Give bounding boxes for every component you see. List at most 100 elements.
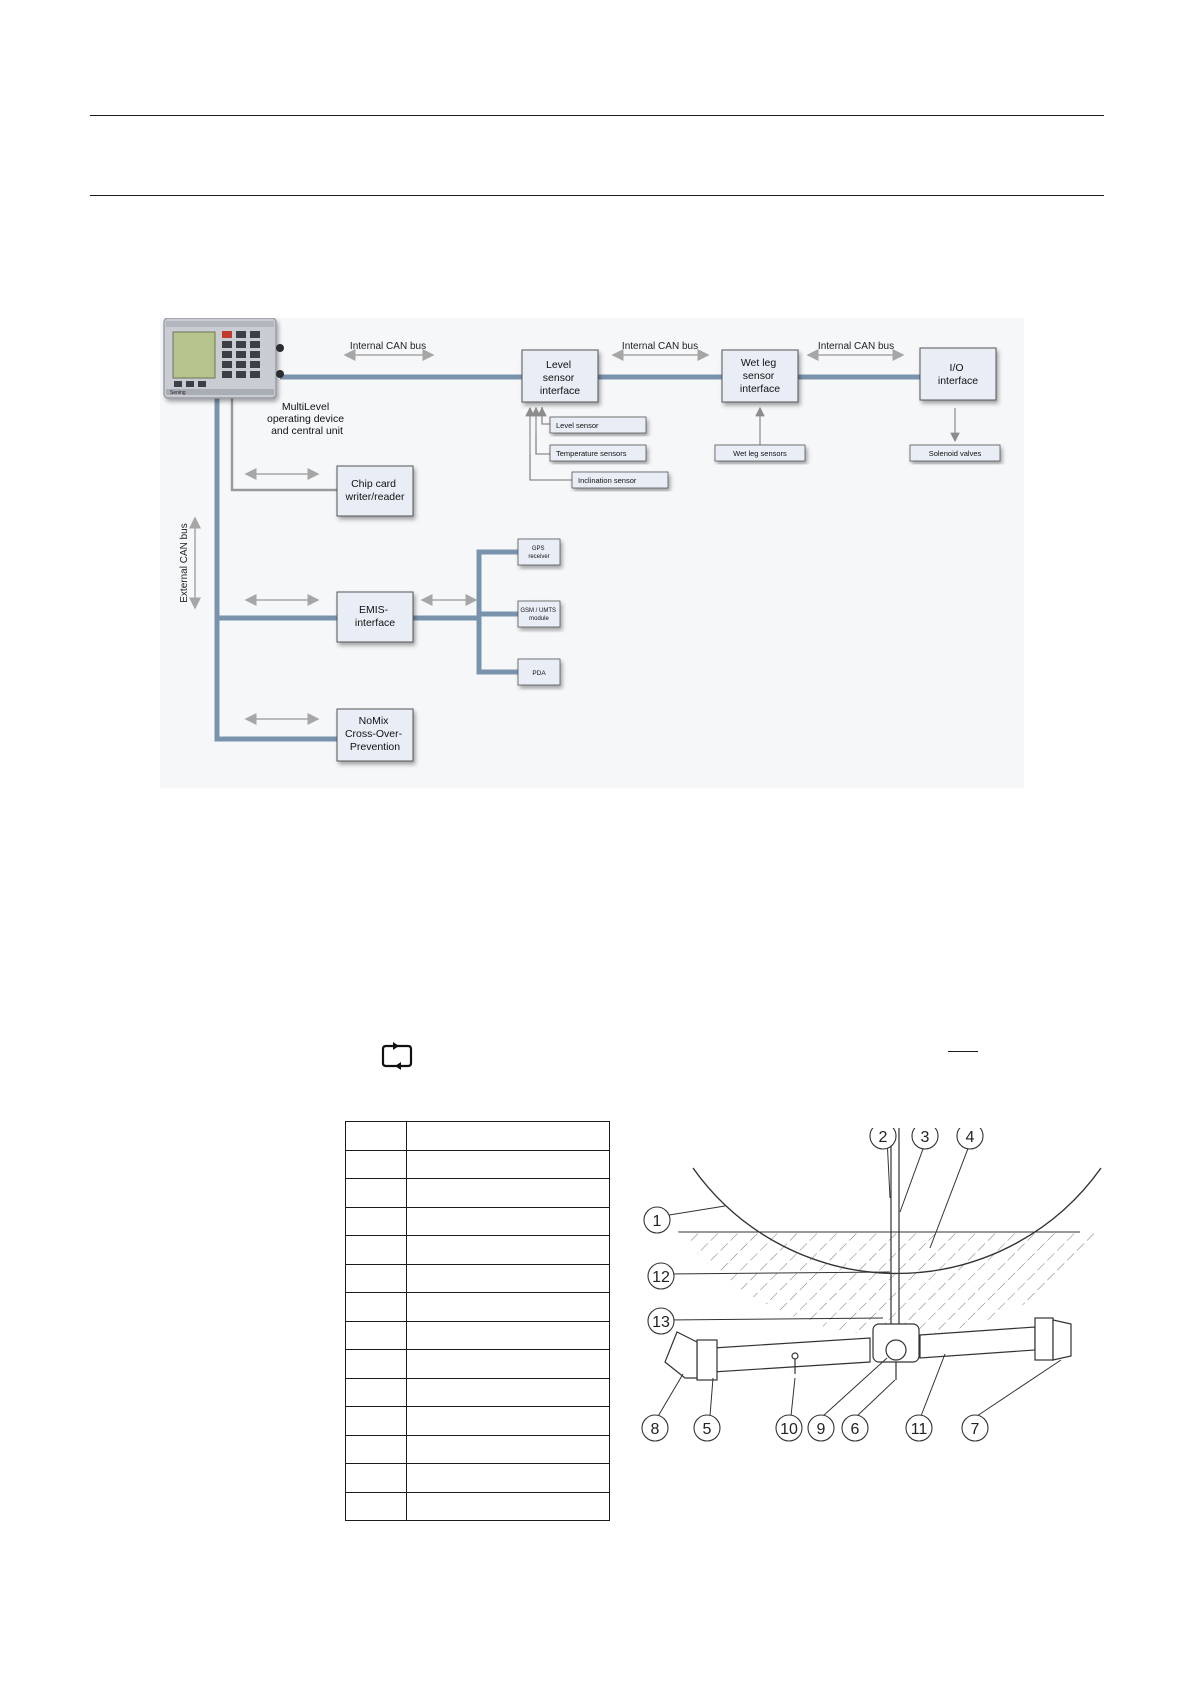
- table-cell-description: [406, 1292, 610, 1322]
- callouts: [656, 1137, 1062, 1419]
- callout-2: 2: [869, 1128, 897, 1150]
- gsm-umts-module-box: GSM / UMTS module: [517, 600, 561, 628]
- callout-4: 4: [956, 1128, 984, 1150]
- internal-bus-label-1: Internal CAN bus: [350, 341, 426, 352]
- table-cell-number: [345, 1377, 407, 1407]
- table-row: [345, 1491, 610, 1521]
- callout-3: 3: [911, 1128, 939, 1150]
- svg-text:3: 3: [921, 1129, 930, 1146]
- table-cell-description: [406, 1349, 610, 1379]
- table-cell-description: [406, 1463, 610, 1493]
- table-cell-number: [345, 1406, 407, 1436]
- table-cell-description: [406, 1434, 610, 1464]
- svg-text:EMIS- interface: EMIS- interface: [355, 604, 395, 629]
- svg-text:6: 6: [851, 1421, 860, 1438]
- wet-leg-sensor-interface-box: Wet leg sensor interface: [721, 349, 799, 403]
- table-row: [345, 1377, 610, 1407]
- svg-text:2: 2: [879, 1129, 888, 1146]
- chip-card-line: [230, 390, 337, 492]
- table-cell-description: [406, 1206, 610, 1236]
- table-cell-description: [406, 1149, 610, 1179]
- table-cell-number: [345, 1463, 407, 1493]
- device-label: MultiLevel operating device and central …: [267, 401, 347, 437]
- header-rule-bottom: [90, 195, 1104, 196]
- svg-text:PDA: PDA: [532, 670, 546, 677]
- callout-6: 6: [841, 1414, 869, 1442]
- table-cell-number: [345, 1292, 407, 1322]
- table-cell-number: [345, 1206, 407, 1236]
- table-row: [345, 1320, 610, 1350]
- svg-text:Chip card writer/reader: Chip card writer/reader: [345, 478, 405, 503]
- table-cell-description: [406, 1235, 610, 1265]
- callout-5: 5: [693, 1414, 721, 1442]
- callout-7: 7: [961, 1414, 989, 1442]
- multilevel-block-diagram: Internal CAN bus Internal CAN bus Intern…: [160, 318, 1024, 788]
- table-cell-number: [345, 1434, 407, 1464]
- callout-10: 10: [775, 1414, 803, 1442]
- svg-text:13: 13: [652, 1314, 670, 1331]
- table-cell-number: [345, 1349, 407, 1379]
- table-row: [345, 1206, 610, 1236]
- wet-leg-sensors-box: Wet leg sensors: [714, 444, 806, 462]
- bus-arrows: [189, 349, 905, 725]
- internal-bus-label-2: Internal CAN bus: [622, 341, 698, 352]
- gps-receiver-box: GPS receiver: [517, 538, 561, 566]
- table-row: [345, 1434, 610, 1464]
- temperature-sensors-box: Temperature sensors: [549, 444, 647, 462]
- callout-9: 9: [807, 1414, 835, 1442]
- pda-box: PDA: [517, 658, 561, 686]
- inclination-sensor-box: Inclination sensor: [571, 471, 669, 489]
- table-cell-number: [345, 1235, 407, 1265]
- table-row: [345, 1263, 610, 1293]
- svg-text:Temperature sensors: Temperature sensors: [556, 449, 627, 458]
- svg-text:NoMix Cross-Over-: NoMix Cross-Over- Prevention: [345, 715, 405, 753]
- svg-text:1: 1: [653, 1213, 662, 1230]
- level-sensor-box: Level sensor: [549, 416, 647, 434]
- tank-shell: [625, 1167, 1105, 1336]
- io-interface-box: I/O interface: [919, 347, 997, 401]
- svg-text:Level sensor: Level sensor: [556, 421, 599, 430]
- header-rule-top: [90, 115, 1104, 116]
- table-row: [345, 1406, 610, 1436]
- svg-text:I/O interface: I/O interface: [938, 362, 978, 387]
- svg-text:12: 12: [652, 1269, 670, 1286]
- callout-11: 11: [905, 1414, 933, 1442]
- svg-text:Wet leg sensor int: Wet leg sensor interface: [740, 357, 780, 395]
- table-cell-description: [406, 1121, 610, 1151]
- table-row: [345, 1463, 610, 1493]
- table-row: [345, 1149, 610, 1179]
- svg-text:5: 5: [703, 1421, 712, 1438]
- chip-card-box: Chip card writer/reader: [336, 465, 414, 517]
- cycle-arrows-icon: [381, 1042, 413, 1070]
- operating-device: Sening: [163, 318, 284, 399]
- table-row: [345, 1292, 610, 1322]
- table-cell-number: [345, 1491, 407, 1521]
- external-bus-label: External CAN bus: [179, 523, 190, 602]
- nomix-box: NoMix Cross-Over- Prevention: [336, 708, 414, 762]
- table-cell-number: [345, 1178, 407, 1208]
- table-row: [345, 1121, 610, 1151]
- callout-8: 8: [641, 1414, 669, 1442]
- table-cell-number: [345, 1149, 407, 1179]
- svg-text:10: 10: [780, 1421, 798, 1438]
- table-cell-description: [406, 1178, 610, 1208]
- solenoid-valves-box: Solenoid valves: [909, 444, 1001, 462]
- callout-1: 1: [643, 1206, 671, 1234]
- dip-pipe: [890, 1128, 900, 1324]
- table-cell-description: [406, 1491, 610, 1521]
- short-underline: [948, 1051, 978, 1052]
- svg-text:GPS receiver: GPS receiver: [528, 546, 549, 560]
- device-brand: Sening: [170, 390, 186, 396]
- callout-12: 12: [647, 1262, 675, 1290]
- svg-text:8: 8: [651, 1421, 660, 1438]
- svg-text:GSM / UMTS module: GSM / UMTS module: [520, 608, 557, 622]
- table-cell-description: [406, 1377, 610, 1407]
- table-row: [345, 1235, 610, 1265]
- table-row: [345, 1178, 610, 1208]
- svg-text:Inclination sensor: Inclination sensor: [578, 476, 637, 485]
- callout-13: 13: [647, 1307, 675, 1335]
- pipeline: [664, 1317, 1072, 1381]
- svg-text:Solenoid valves: Solenoid valves: [929, 449, 982, 458]
- table-cell-description: [406, 1263, 610, 1293]
